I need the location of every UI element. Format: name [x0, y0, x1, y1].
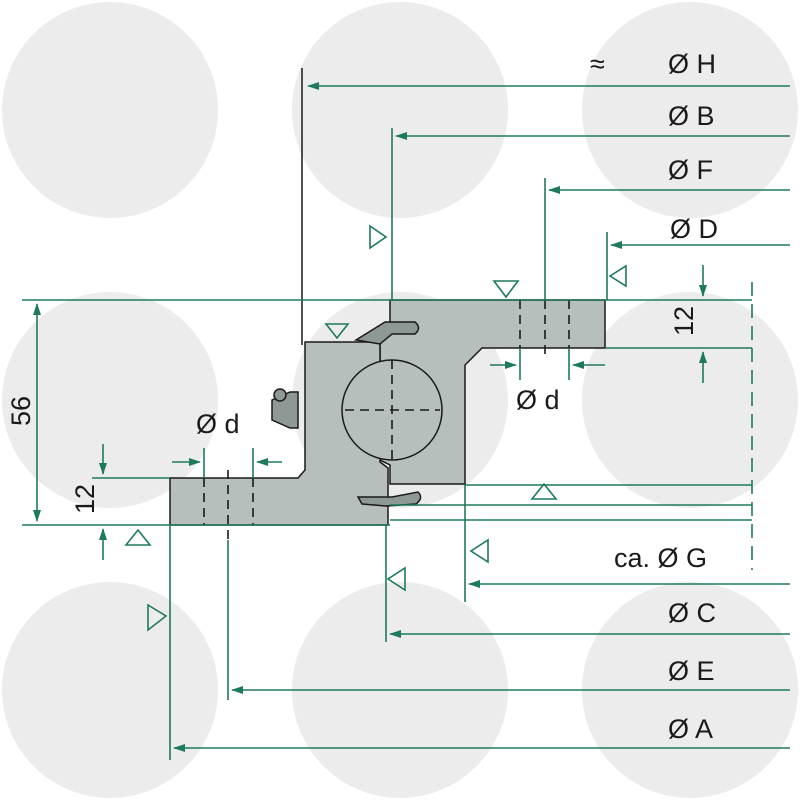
- dimension-lines: [22, 82, 790, 760]
- label-bottom-thickness: 12: [70, 484, 100, 514]
- label-dia-f: Ø F: [668, 155, 713, 185]
- label-top-thickness: 12: [669, 306, 699, 336]
- upper-seal: [353, 321, 420, 345]
- label-height-total: 56: [6, 396, 36, 426]
- label-dia-a: Ø A: [668, 714, 713, 744]
- label-hole-top: Ø d: [516, 385, 560, 415]
- label-dia-h: Ø H: [668, 49, 716, 79]
- label-dia-b: Ø B: [668, 101, 715, 131]
- label-dia-e: Ø E: [668, 656, 715, 686]
- label-dia-d-upper: Ø D: [670, 214, 718, 244]
- face-markers: [124, 224, 627, 632]
- hidden-lines: [203, 300, 570, 540]
- label-dia-g: ca. Ø G: [614, 543, 707, 573]
- bearing-section: [169, 299, 606, 526]
- label-hole-bottom: Ø d: [196, 409, 240, 439]
- approx-symbol: ≈: [590, 49, 605, 79]
- label-dia-c: Ø C: [668, 598, 716, 628]
